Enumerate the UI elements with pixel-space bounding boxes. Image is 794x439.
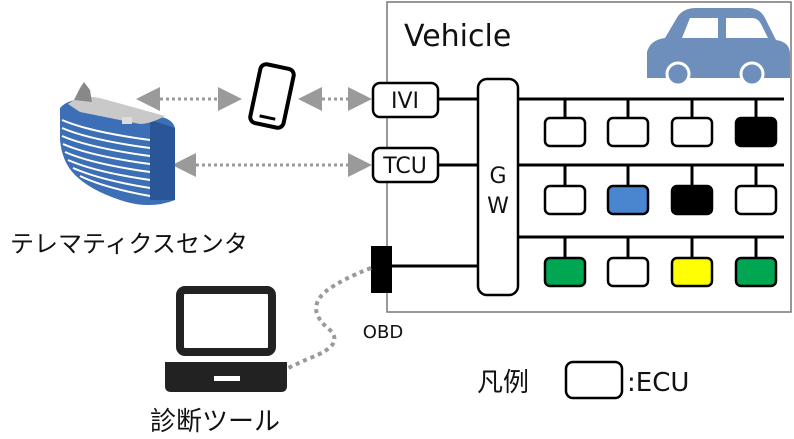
ecu-box <box>543 184 587 216</box>
gateway-box <box>476 77 520 297</box>
ecu-box <box>734 256 778 288</box>
ecu-box <box>606 256 650 288</box>
tcu-label: TCU <box>382 154 427 179</box>
vehicle-title: Vehicle <box>404 19 511 54</box>
diagnostic-tool-label: 診断ツール <box>150 407 280 437</box>
legend-ecu-label: :ECU <box>627 368 689 398</box>
diag-cable <box>279 266 372 374</box>
ecu-box <box>670 184 714 216</box>
ecu-box <box>734 116 778 148</box>
telematics-center-label: テレマティクスセンタ <box>10 230 248 258</box>
car-icon <box>647 8 790 87</box>
legend-title: 凡例 <box>477 368 529 398</box>
building-icon <box>60 82 175 205</box>
laptop-icon <box>165 286 287 392</box>
ivi-label: IVI <box>391 89 419 114</box>
ecu-box <box>734 184 778 216</box>
ecu-box <box>543 256 587 288</box>
ecu-box <box>543 116 587 148</box>
ecu-box <box>670 116 714 148</box>
obd-connector <box>371 246 392 293</box>
comm-arrows <box>136 87 372 177</box>
gateway-label-g: G <box>489 164 506 189</box>
gateway-label-w: W <box>487 194 509 219</box>
obd-label: OBD <box>363 322 403 343</box>
bus-lines <box>392 97 784 268</box>
ecu-grid <box>543 116 778 288</box>
ecu-box <box>670 256 714 288</box>
legend-ecu-box <box>564 360 624 400</box>
ecu-box <box>606 184 650 216</box>
ecu-box <box>606 116 650 148</box>
smartphone-icon <box>248 62 296 130</box>
ivi-box <box>371 81 440 119</box>
tcu-box <box>371 146 440 184</box>
